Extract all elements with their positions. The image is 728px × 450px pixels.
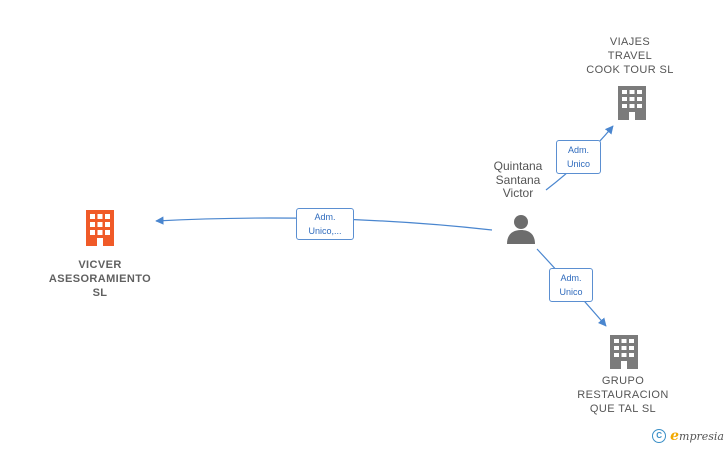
- edge-label-viajes[interactable]: Adm. Unico: [556, 140, 601, 174]
- building-icon[interactable]: [610, 335, 638, 369]
- edge-label-line: Unico,...: [308, 226, 342, 236]
- edge-label-line: Unico: [566, 159, 590, 169]
- brand-initial: e: [670, 428, 680, 444]
- company-name-line: SL: [92, 287, 108, 299]
- edge-label-line: Unico: [559, 287, 583, 297]
- company-name-line: COOK TOUR SL: [586, 64, 674, 76]
- edge-label-line: Adm.: [314, 212, 336, 222]
- edge-label-line: Adm.: [560, 273, 582, 283]
- company-name-vicver[interactable]: VICVER ASESORAMIENTO SL: [30, 258, 170, 300]
- person-name-line: Santana: [495, 172, 541, 187]
- company-name-line: VIAJES: [609, 36, 651, 48]
- person-icon[interactable]: [505, 213, 537, 245]
- person-name-line: Quintana: [493, 159, 543, 173]
- company-name-grupo[interactable]: GRUPO RESTAURACION QUE TAL SL: [563, 374, 683, 416]
- brand-name: mpresia: [679, 430, 724, 443]
- company-name-line: RESTAURACION: [577, 389, 669, 401]
- company-name-line: TRAVEL: [607, 50, 653, 62]
- company-name-line: QUE TAL SL: [589, 403, 657, 415]
- edge-label-line: Adm.: [567, 145, 589, 155]
- person-name-line: Victor: [502, 186, 534, 200]
- company-name-line: VICVER: [78, 259, 122, 271]
- copyright-icon: C: [652, 429, 667, 443]
- footer-brand: C empresia: [652, 428, 724, 444]
- company-name-viajes[interactable]: VIAJES TRAVEL COOK TOUR SL: [570, 35, 690, 77]
- edge-label-vicver[interactable]: Adm. Unico,...: [296, 208, 354, 240]
- company-name-line: GRUPO: [601, 375, 645, 387]
- person-name[interactable]: Quintana Santana Victor: [478, 159, 558, 201]
- company-name-line: ASESORAMIENTO: [48, 273, 152, 285]
- edge-label-grupo[interactable]: Adm. Unico: [549, 268, 593, 302]
- brand-logo[interactable]: empresia: [670, 428, 724, 444]
- building-icon[interactable]: [86, 210, 114, 246]
- building-icon[interactable]: [618, 86, 646, 120]
